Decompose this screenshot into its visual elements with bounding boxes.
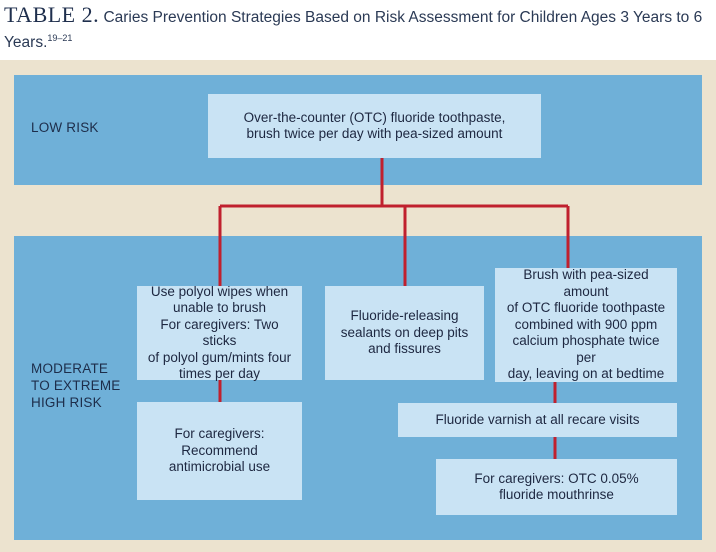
table-title: TABLE 2. Caries Prevention Strategies Ba… [4,4,712,53]
fluoride-varnish-box: Fluoride varnish at all recare visits [398,403,677,437]
box-line: of OTC fluoride toothpaste [506,300,666,316]
box-line: combined with 900 ppm [514,316,658,332]
moderate-risk-label: MODERATE TO EXTREME HIGH RISK [31,360,121,411]
moderate-risk-line: MODERATE [31,361,109,376]
calcium-phosphate-box: Brush with pea-sized amount of OTC fluor… [495,267,677,382]
box-line: brush twice per day with pea-sized amoun… [246,126,503,141]
box-line: For caregivers: OTC 0.05% [474,470,639,486]
box-line: fluoride mouthrinse [499,487,614,502]
box-line: Fluoride varnish at all recare visits [435,411,640,427]
otc-toothpaste-box: Over-the-counter (OTC) fluoride toothpas… [208,94,541,158]
sealants-box: Fluoride-releasing sealants on deep pits… [325,286,484,380]
table-caption: Caries Prevention Strategies Based on Ri… [4,9,703,52]
box-line: Use polyol wipes when [150,283,289,299]
reference-numbers: 19–21 [47,33,73,43]
box-line: antimicrobial use [168,459,271,475]
moderate-risk-line: HIGH RISK [31,395,102,410]
moderate-risk-line: TO EXTREME [31,378,121,393]
box-line: sealants on deep pits [340,324,469,340]
antimicrobial-box: For caregivers: Recommend antimicrobial … [137,402,302,500]
box-line: and fissures [368,341,441,357]
box-line: For caregivers: Two sticks [160,316,279,349]
box-line: times per day [178,366,261,381]
box-line: Over-the-counter (OTC) fluoride toothpas… [243,109,506,125]
box-line: day, leaving on at bedtime [507,366,665,382]
box-line: Brush with pea-sized amount [523,267,649,299]
low-risk-label: LOW RISK [31,120,99,135]
polyol-wipes-box: Use polyol wipes when unable to brush Fo… [137,283,302,381]
box-line: For caregivers: [174,426,265,442]
box-line: unable to brush [172,300,267,315]
table-number: TABLE 2. [4,2,100,27]
box-line: of polyol gum/mints four [147,349,292,365]
box-line: Recommend [181,442,258,458]
box-line: calcium phosphate twice per [512,333,660,365]
box-line: Fluoride-releasing [350,308,459,324]
mouthrinse-box: For caregivers: OTC 0.05% fluoride mouth… [436,459,677,515]
